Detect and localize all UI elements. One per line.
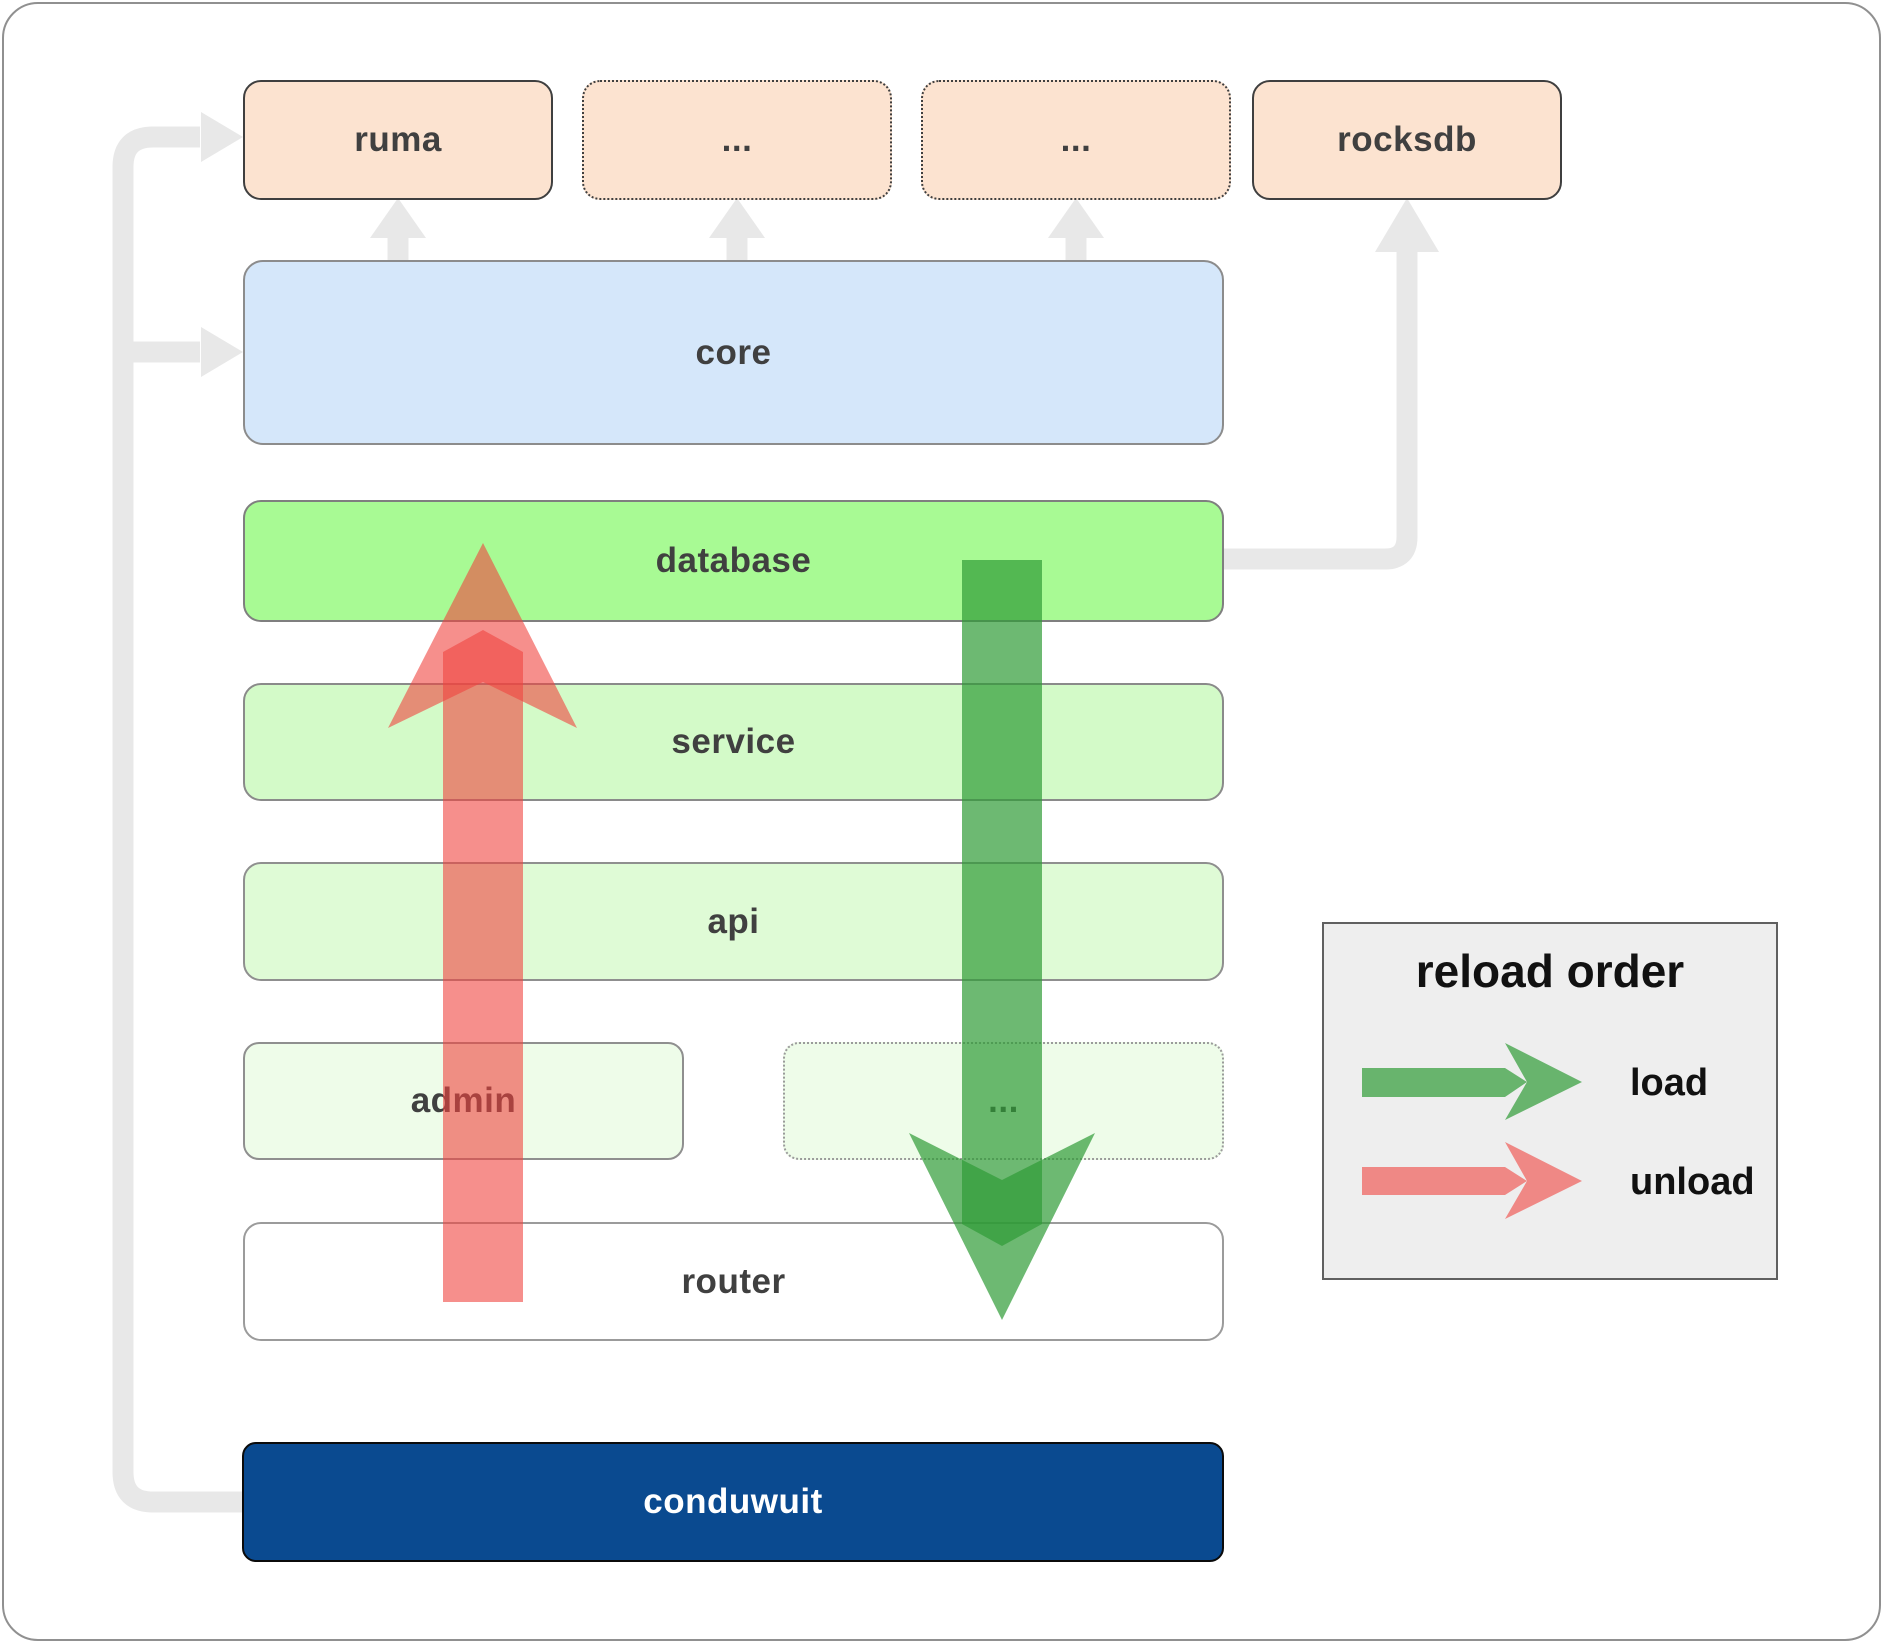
node-rocksdb-label: rocksdb (1337, 120, 1477, 159)
node-core-label: core (695, 332, 772, 372)
node-core: core (243, 260, 1224, 445)
node-service-label: service (671, 722, 796, 761)
node-rocksdb: rocksdb (1252, 80, 1562, 200)
node-ellipsis-top-2-label: ... (1060, 120, 1092, 159)
node-ellipsis-top-1: ... (582, 80, 892, 200)
node-ruma: ruma (243, 80, 553, 200)
node-admin: admin (243, 1042, 684, 1160)
node-ruma-label: ruma (354, 120, 442, 159)
node-ellipsis-admin-label: ... (988, 1081, 1019, 1120)
legend-title: reload order (1415, 945, 1685, 997)
node-admin-label: admin (410, 1081, 517, 1120)
node-router: router (243, 1222, 1224, 1341)
node-database: database (243, 500, 1224, 622)
legend-box: reload order load unload (1322, 922, 1778, 1280)
legend-unload-label: unload (1630, 1161, 1755, 1203)
node-api-label: api (707, 901, 760, 941)
node-database-label: database (655, 541, 812, 580)
node-service: service (243, 683, 1224, 801)
node-conduwuit-label: conduwuit (643, 1482, 823, 1521)
node-ellipsis-top-2: ... (921, 80, 1231, 200)
legend-load-label: load (1630, 1062, 1709, 1104)
node-ellipsis-admin: ... (783, 1042, 1224, 1160)
node-api: api (243, 862, 1224, 981)
node-conduwuit: conduwuit (242, 1442, 1224, 1562)
node-router-label: router (681, 1261, 786, 1301)
node-ellipsis-top-1-label: ... (721, 120, 753, 159)
